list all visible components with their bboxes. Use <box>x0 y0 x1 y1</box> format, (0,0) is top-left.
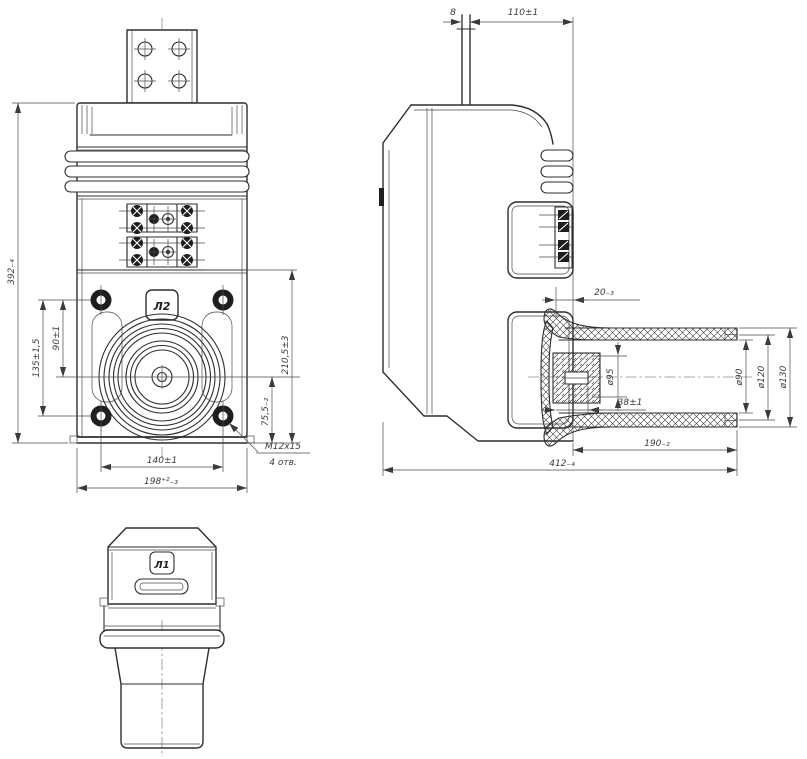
dim-axis-to-holes: 90±1 <box>52 326 62 351</box>
cooling-fins <box>64 150 250 193</box>
mounting-holes <box>90 285 234 431</box>
side-view <box>379 14 752 447</box>
dim-inner-diameter: ø90 <box>735 368 745 386</box>
mounting-hole <box>212 401 234 431</box>
dim-hole-vspacing: 135±1,5 <box>32 338 42 377</box>
bottom-slot <box>134 578 189 595</box>
bracket-plate <box>126 29 198 104</box>
bottom-bushing-stub <box>114 647 210 749</box>
bushing-end-face <box>724 327 738 428</box>
dim-bore-diameter: ø95 <box>606 368 616 386</box>
bushing-insulation-bottom <box>543 412 738 447</box>
terminal-group-lower <box>119 236 205 268</box>
bracket-holes <box>134 38 190 92</box>
dim-terminal-width: 8 <box>450 8 456 18</box>
mounting-hole <box>90 401 112 431</box>
side-body-top-outline <box>410 104 554 145</box>
terminal-cover <box>507 201 574 279</box>
label-l1-text: Л1 <box>153 560 169 571</box>
bottom-base-band <box>99 629 225 649</box>
bushing-insulation-cap <box>540 320 554 435</box>
winding-label-l1: Л1 <box>149 551 175 575</box>
right-groove <box>201 311 233 403</box>
front-view: Л2 <box>64 18 255 458</box>
side-terminal-strip <box>539 206 574 269</box>
dim-slot-depth: 38±1 <box>618 398 643 408</box>
dim-terminal-to-face: 110±1 <box>508 8 538 18</box>
dim-outer-diameter: ø130 <box>779 365 789 389</box>
primary-terminal-rod <box>456 14 476 105</box>
mounting-hole <box>90 285 112 315</box>
base-foot-left <box>69 435 78 444</box>
dim-overall-height: 392₋₄ <box>7 259 17 285</box>
dim-face-step: 20₋₃ <box>594 288 614 298</box>
dim-mount-hole-count: 4 отв. <box>269 458 297 468</box>
terminal-group-upper <box>119 203 205 234</box>
side-fins <box>540 149 574 194</box>
back-notch <box>379 188 384 206</box>
left-groove <box>91 311 123 403</box>
dim-overall-depth: 412₋₄ <box>549 459 575 469</box>
dim-hole-hspacing: 140±1 <box>147 456 177 466</box>
dim-axis-to-base: 75,5₋₂ <box>261 397 271 426</box>
dim-terminals-to-base: 210,5±3 <box>281 335 291 374</box>
mounting-hole <box>212 285 234 315</box>
side-body <box>379 104 574 442</box>
bottom-view: Л1 <box>99 527 225 757</box>
side-body-back-outline <box>382 104 574 442</box>
label-l2-text: Л2 <box>153 300 171 313</box>
bushing-section <box>528 308 752 447</box>
mounting-bracket <box>126 29 198 104</box>
dim-overall-width: 198⁺²₋₃ <box>144 477 178 487</box>
bottom-step <box>99 597 225 649</box>
winding-label-l2: Л2 <box>145 289 179 321</box>
dim-middle-diameter: ø120 <box>757 365 767 389</box>
dimensions: 8 110±1 392₋₄ 135±1,5 90±1 210,5±3 75,5₋… <box>7 8 797 493</box>
dim-mount-hole-thread: М12х15 <box>265 442 301 452</box>
dim-bushing-length: 190₋₂ <box>644 439 670 449</box>
terminal-blocks <box>76 203 248 274</box>
